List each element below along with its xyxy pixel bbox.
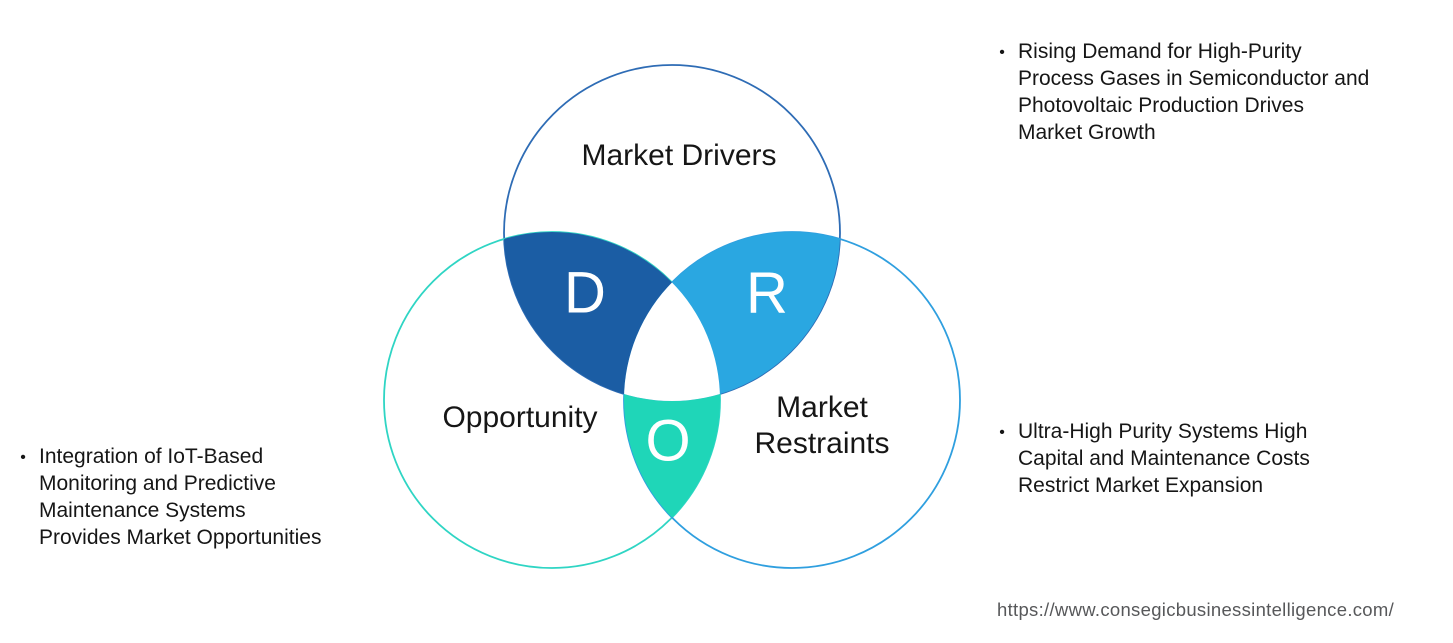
drivers-note: • Rising Demand for High-Purity Process … [995, 38, 1435, 146]
bullet-line: Provides Market Opportunities [39, 526, 322, 549]
opportunity-note-text: Integration of IoT-Based Monitoring and … [39, 443, 321, 551]
bullet-line: Rising Demand for High-Purity [1018, 40, 1302, 63]
bullet-line: Market Growth [1018, 121, 1156, 144]
opportunity-note: • Integration of IoT-Based Monitoring an… [16, 443, 396, 551]
bullet-icon: • [999, 424, 1005, 441]
bullet-line: Restrict Market Expansion [1018, 474, 1264, 497]
restraints-note-text: Ultra-High Purity Systems High Capital a… [1018, 418, 1310, 499]
region-r-letter: R [746, 260, 788, 326]
restraints-circle-label: Market Restraints [754, 391, 890, 460]
source-url-link[interactable]: https://www.consegicbusinessintelligence… [997, 599, 1395, 620]
bullet-line: Photovoltaic Production Drives [1018, 94, 1304, 117]
bullet-line: Ultra-High Purity Systems High [1018, 420, 1308, 443]
bullet-line: Process Gases in Semiconductor and [1018, 67, 1370, 90]
drivers-note-text: Rising Demand for High-Purity Process Ga… [1018, 38, 1369, 146]
bullet-line: Monitoring and Predictive [39, 472, 276, 495]
bullet-line: Capital and Maintenance Costs [1018, 447, 1310, 470]
drivers-circle-label: Market Drivers [581, 139, 777, 172]
region-o-letter: O [645, 408, 691, 474]
opportunity-circle-label: Opportunity [442, 401, 598, 434]
bullet-line: Maintenance Systems [39, 499, 246, 522]
bullet-icon: • [999, 44, 1005, 61]
restraints-note: • Ultra-High Purity Systems High Capital… [995, 418, 1435, 499]
region-d-letter: D [564, 260, 606, 326]
bullet-line: Integration of IoT-Based [39, 445, 264, 468]
bullet-icon: • [20, 449, 26, 466]
